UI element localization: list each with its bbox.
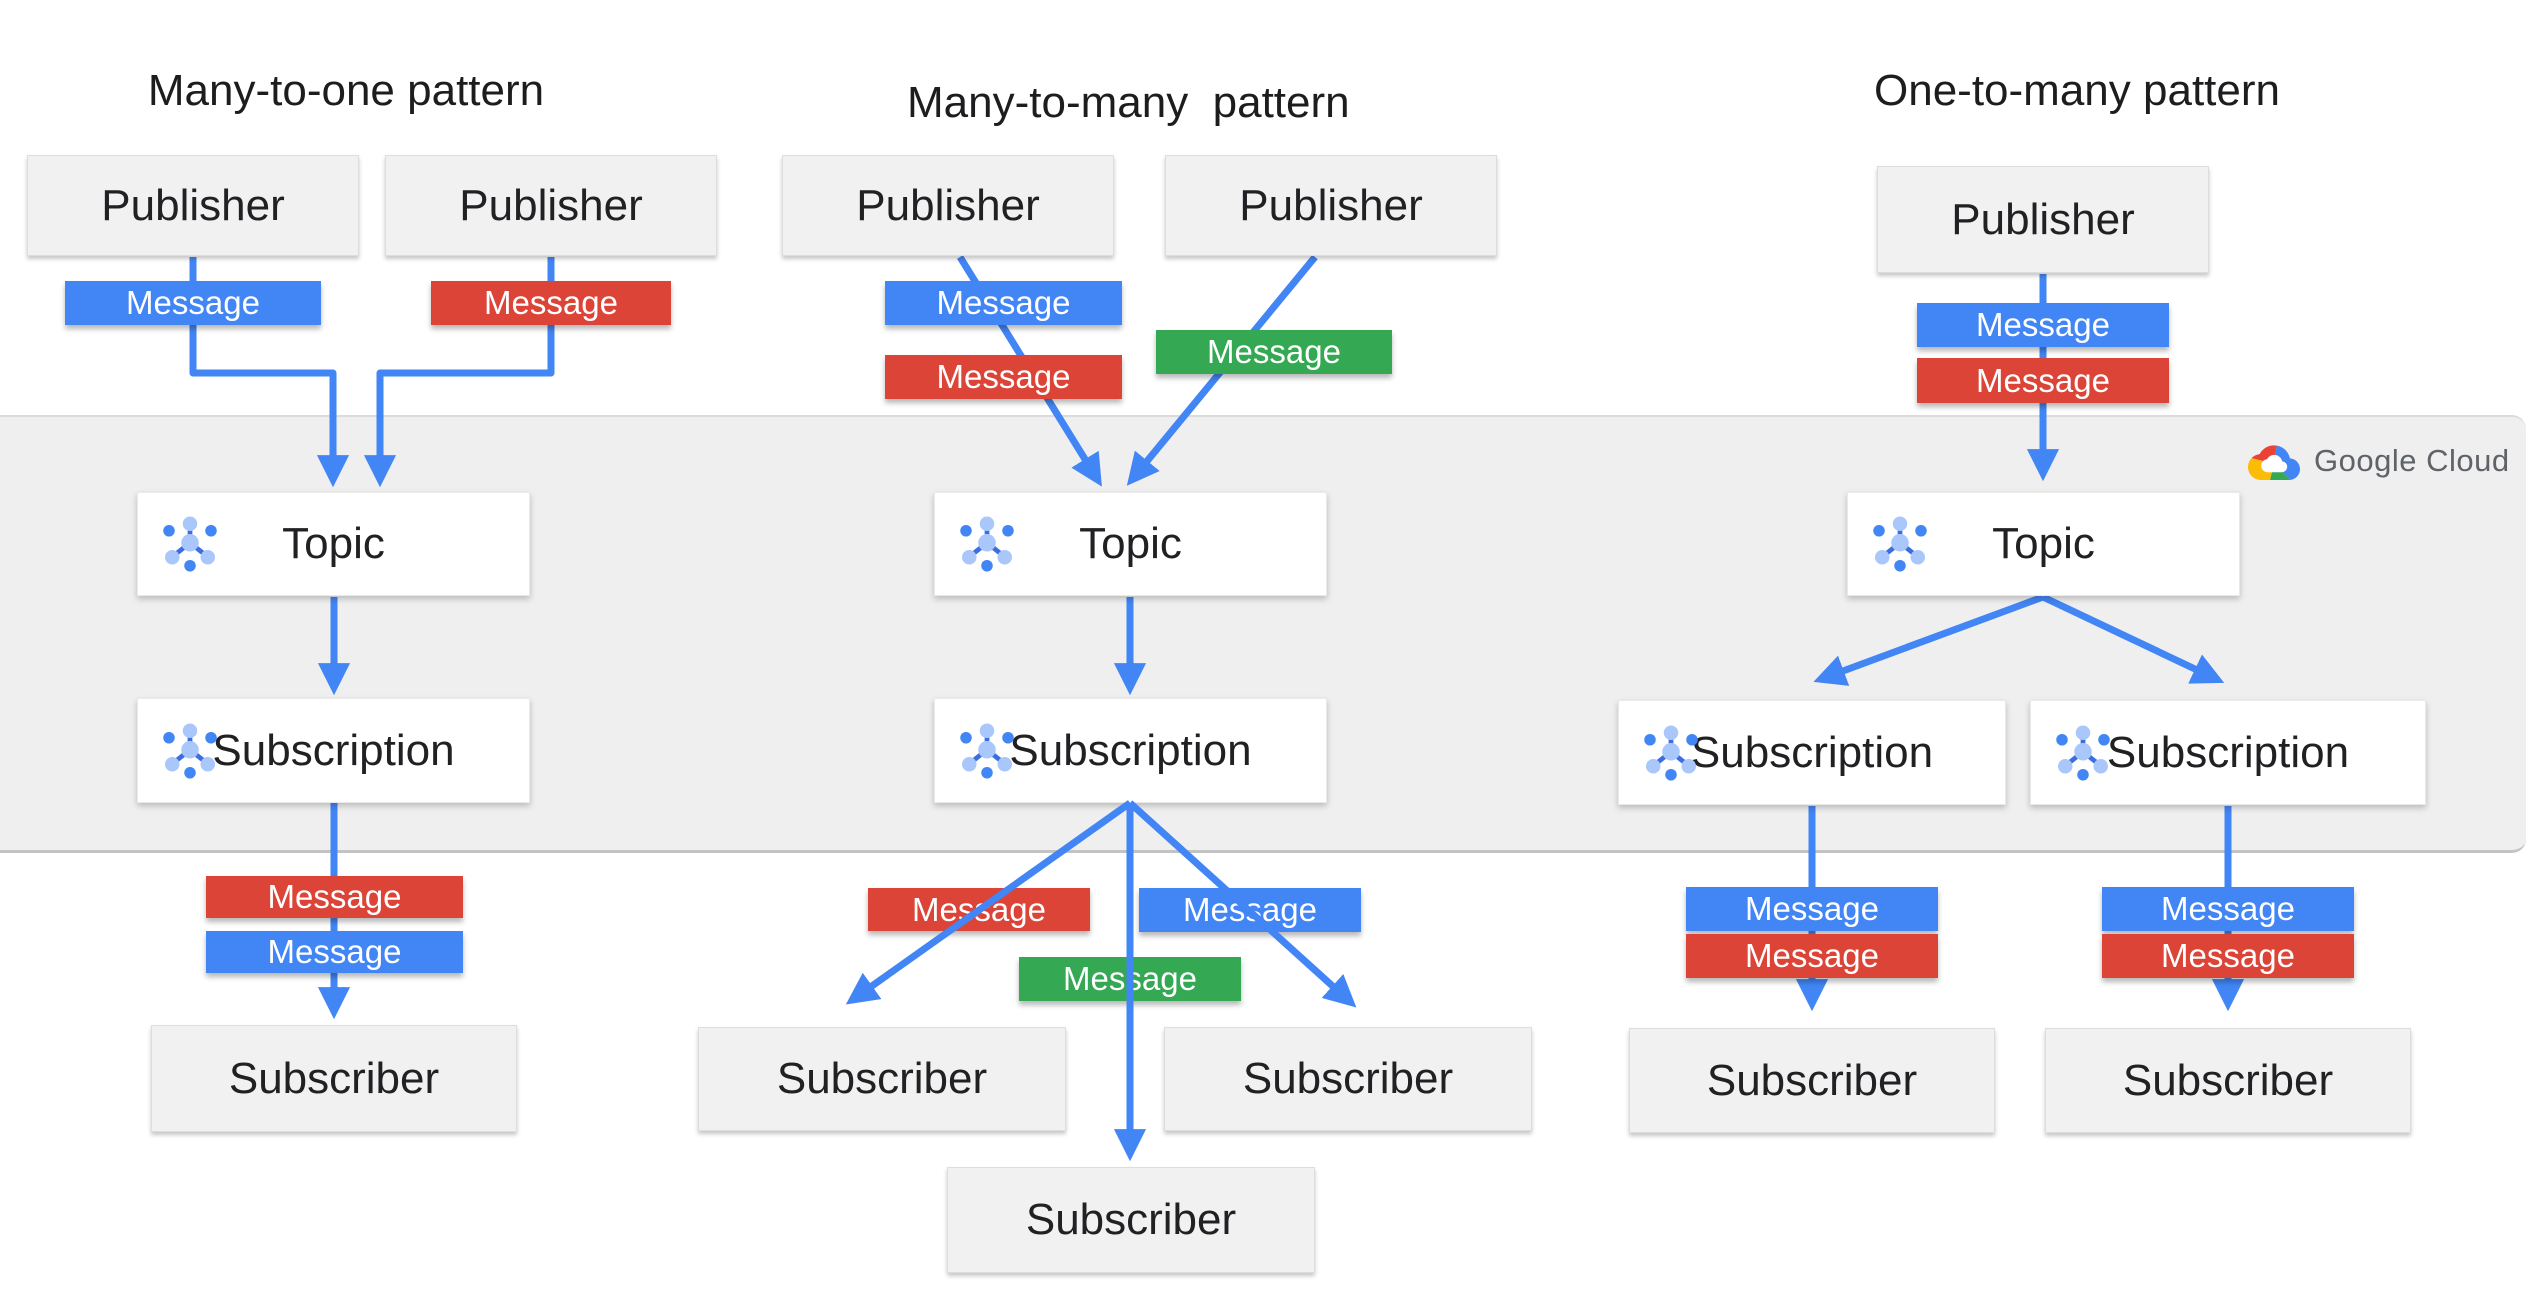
publisher-label: Publisher	[1951, 194, 2135, 244]
publisher-box: Publisher	[1877, 166, 2209, 273]
subscription-label: Subscription	[212, 725, 455, 775]
pubsub-subscription-icon	[160, 721, 220, 781]
publisher-label: Publisher	[459, 180, 643, 230]
subscriber-box: Subscriber	[1629, 1028, 1995, 1133]
subscription-label: Subscription	[1009, 725, 1252, 775]
subscriber-box: Subscriber	[1164, 1027, 1532, 1131]
topic-box: Topic	[934, 492, 1327, 596]
google-cloud-icon	[2248, 445, 2300, 480]
publisher-box: Publisher	[1165, 155, 1497, 256]
message-badge-blue: Message	[885, 281, 1122, 325]
google-cloud-logo: Google Cloud	[2248, 441, 2510, 480]
publisher-label: Publisher	[856, 180, 1040, 230]
message-badge-green: Message	[1156, 330, 1392, 374]
message-badge-red: Message	[431, 281, 671, 325]
pubsub-subscription-icon	[957, 721, 1017, 781]
publisher-box: Publisher	[782, 155, 1114, 256]
publisher-box: Publisher	[27, 155, 359, 256]
message-badge-red: Message	[1917, 358, 2169, 403]
subscription-box: Subscription	[1618, 700, 2006, 805]
message-badge-red: Message	[206, 876, 463, 918]
pubsub-topic-icon	[957, 514, 1017, 574]
subscription-box: Subscription	[2030, 700, 2426, 805]
subscriber-label: Subscriber	[1025, 1195, 1237, 1244]
pattern-title-many-to-many: Many-to-many pattern	[907, 78, 1350, 127]
subscriber-label: Subscriber	[1242, 1054, 1454, 1103]
publisher-box: Publisher	[385, 155, 717, 256]
message-badge-red: Message	[885, 355, 1122, 399]
pubsub-topic-icon	[160, 514, 220, 574]
topic-label: Topic	[282, 519, 385, 568]
message-badge-green: Message	[1019, 957, 1241, 1001]
publisher-label: Publisher	[1239, 180, 1423, 230]
subscriber-box: Subscriber	[151, 1025, 517, 1132]
subscription-label: Subscription	[2106, 727, 2350, 777]
pattern-title-one-to-many: One-to-many pattern	[1874, 66, 2280, 115]
topic-box: Topic	[1847, 492, 2240, 596]
pubsub-subscription-icon	[2053, 723, 2113, 783]
message-badge-blue: Message	[1917, 303, 2169, 347]
subscriber-label: Subscriber	[776, 1054, 988, 1103]
message-badge-blue: Message	[1686, 887, 1938, 931]
message-badge-red: Message	[868, 888, 1090, 931]
message-badge-red: Message	[1686, 934, 1938, 978]
message-badge-blue: Message	[65, 281, 321, 325]
subscription-label: Subscription	[1690, 727, 1934, 777]
pubsub-subscription-icon	[1641, 723, 1701, 783]
subscriber-label: Subscriber	[1706, 1055, 1918, 1105]
message-badge-blue: Message	[2102, 887, 2354, 931]
topic-label: Topic	[1992, 519, 2095, 568]
subscriber-box: Subscriber	[947, 1167, 1315, 1273]
subscriber-box: Subscriber	[2045, 1028, 2411, 1133]
pattern-title-many-to-one: Many-to-one pattern	[147, 66, 545, 115]
subscription-box: Subscription	[137, 698, 530, 803]
message-badge-blue: Message	[1139, 888, 1361, 932]
topic-box: Topic	[137, 492, 530, 596]
google-cloud-wordmark: Google Cloud	[2314, 442, 2510, 478]
publisher-label: Publisher	[101, 180, 285, 230]
message-badge-red: Message	[2102, 934, 2354, 978]
subscriber-label: Subscriber	[228, 1053, 440, 1103]
subscriber-label: Subscriber	[2122, 1055, 2334, 1105]
pubsub-topic-icon	[1870, 514, 1930, 574]
subscriber-box: Subscriber	[698, 1027, 1066, 1131]
subscription-box: Subscription	[934, 698, 1327, 803]
topic-label: Topic	[1079, 519, 1182, 568]
message-badge-blue: Message	[206, 931, 463, 973]
